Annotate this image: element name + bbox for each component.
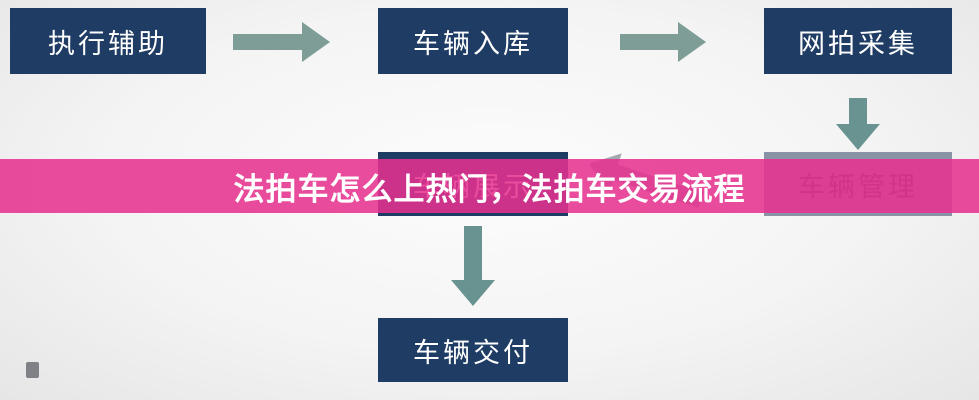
arrow-shaft — [849, 98, 867, 124]
arrow-right-icon — [620, 22, 706, 62]
watermark-mark — [26, 362, 39, 378]
arrow-shaft — [233, 34, 302, 50]
flow-node-vehicle-delivery: 车辆交付 — [378, 318, 568, 382]
flow-node-online-auction-collection: 网拍采集 — [764, 8, 952, 74]
arrow-down-icon — [836, 98, 880, 150]
page-title: 法拍车怎么上热门，法拍车交易流程 — [233, 171, 746, 208]
flow-node-label: 车辆入库 — [413, 28, 533, 60]
flow-node-label: 网拍采集 — [798, 28, 918, 60]
arrow-head — [302, 22, 330, 62]
arrow-head — [836, 124, 880, 150]
arrow-shaft — [464, 226, 482, 280]
arrow-head — [678, 22, 706, 62]
arrow-down-icon — [449, 226, 497, 306]
flow-node-label: 车辆交付 — [413, 337, 533, 369]
title-banner: 法拍车怎么上热门，法拍车交易流程 — [0, 159, 979, 213]
arrow-right-icon — [233, 22, 330, 62]
flow-node-label: 执行辅助 — [48, 28, 168, 60]
flow-node-vehicle-inbound: 车辆入库 — [378, 8, 568, 74]
arrow-shaft — [620, 34, 678, 50]
arrow-head — [451, 280, 495, 306]
flow-node-execution-assist: 执行辅助 — [10, 8, 206, 74]
